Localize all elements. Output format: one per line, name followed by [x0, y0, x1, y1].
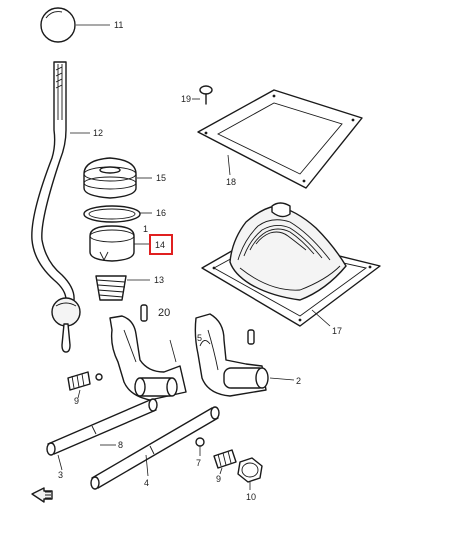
callout-9-right: 9	[216, 474, 221, 484]
callout-1: 1	[143, 224, 148, 234]
detent-ball	[195, 437, 205, 456]
shift-boot	[201, 202, 381, 327]
callout-15: 15	[156, 173, 166, 183]
shift-knob	[40, 7, 110, 43]
rubber-cap	[83, 157, 152, 199]
highlight-box-14	[149, 234, 173, 255]
callout-7: 7	[196, 458, 201, 468]
pin	[140, 304, 148, 322]
leader-2	[269, 377, 295, 381]
front-direction-arrow	[31, 487, 53, 503]
screw	[192, 85, 213, 105]
callout-11: 11	[114, 20, 123, 30]
shift-shaft-3	[46, 398, 158, 471]
callout-2: 2	[296, 376, 301, 386]
callout-4: 4	[144, 478, 149, 488]
callout-5: 5	[197, 333, 202, 343]
callout-20: 20	[158, 307, 170, 319]
callout-10: 10	[246, 492, 256, 502]
callout-12: 12	[93, 128, 103, 138]
callout-18: 18	[226, 177, 236, 187]
shift-fork-right	[194, 313, 269, 397]
return-spring	[95, 275, 150, 301]
callout-9-left: 9	[74, 396, 79, 406]
shift-fork-left	[109, 315, 187, 401]
callout-19: 19	[181, 94, 191, 104]
plug-bolt	[237, 457, 263, 490]
shift-shaft-4	[90, 406, 220, 490]
callout-8: 8	[118, 440, 123, 450]
retainer-ring	[83, 205, 152, 223]
detent-spring-left	[67, 371, 103, 399]
callout-16: 16	[156, 208, 166, 218]
shift-lever-seat	[89, 225, 150, 262]
callout-17: 17	[332, 326, 342, 336]
callout-13: 13	[154, 275, 164, 285]
shift-lever	[31, 61, 90, 353]
boot-gasket	[197, 89, 363, 189]
detent-spring-right	[213, 449, 237, 475]
callout-14: 14	[155, 240, 165, 250]
callout-3: 3	[58, 470, 63, 480]
